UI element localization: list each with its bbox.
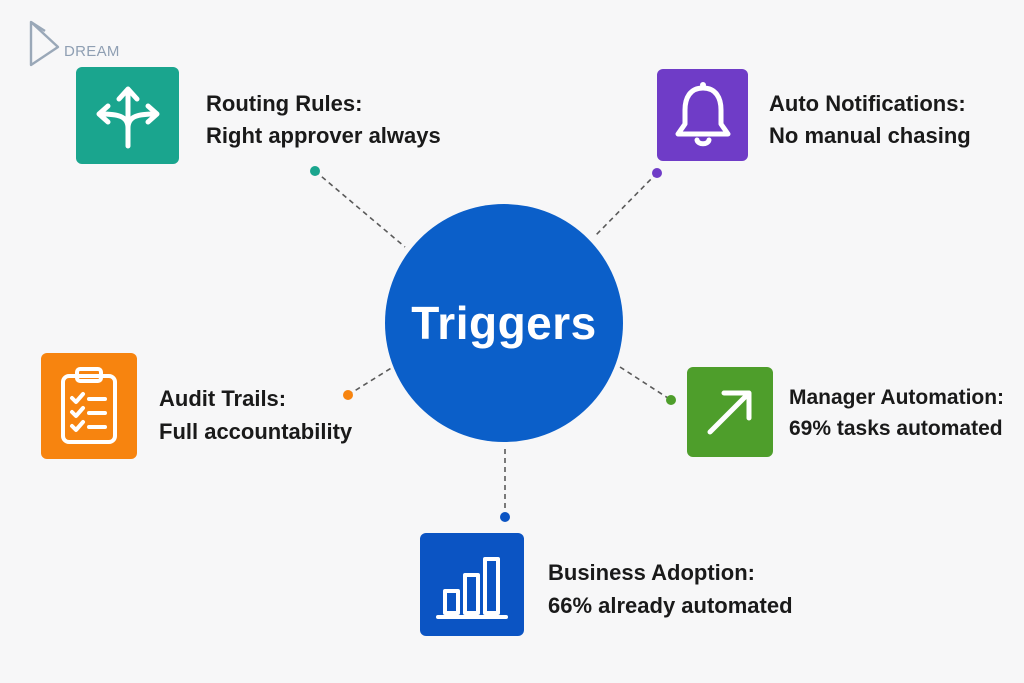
audit-trails-subtitle: Full accountability xyxy=(159,419,353,444)
manager-automation-title: Manager Automation: xyxy=(789,386,1005,409)
connector-audit xyxy=(347,366,394,396)
diagonal-arrow-icon xyxy=(707,390,752,435)
manager-automation-text: Manager Automation: 69% tasks automated xyxy=(789,382,1004,444)
auto-notifications-subtitle: No manual chasing xyxy=(769,123,971,148)
logo-wordmark: DREAM xyxy=(64,43,120,60)
routing-rules-subtitle: Right approver always xyxy=(206,123,441,148)
manager-automation-tile xyxy=(687,367,773,457)
connector-dot-routing xyxy=(310,166,320,176)
audit-trails-text: Audit Trails: Full accountability xyxy=(159,382,352,448)
audit-trails-tile xyxy=(41,353,137,459)
routing-rules-title: Routing Rules: xyxy=(206,91,363,116)
auto-notifications-tile xyxy=(657,69,748,161)
business-adoption-title: Business Adoption: xyxy=(548,560,755,585)
connector-dot-manager xyxy=(666,395,676,405)
connector-routing xyxy=(314,170,406,248)
logo-mark-icon xyxy=(29,20,60,67)
auto-notifications-title: Auto Notifications: xyxy=(769,91,966,116)
connector-dot-adoption xyxy=(500,512,510,522)
connector-dot-audit xyxy=(343,390,353,400)
business-adoption-text: Business Adoption: 66% already automated xyxy=(548,556,793,622)
connector-dot-notif xyxy=(652,168,662,178)
auto-notifications-text: Auto Notifications: No manual chasing xyxy=(769,88,971,152)
bar-chart-icon xyxy=(436,556,508,619)
manager-automation-subtitle: 69% tasks automated xyxy=(789,417,1003,440)
clipboard-checklist-icon xyxy=(61,367,117,444)
hub-label: Triggers xyxy=(411,297,597,349)
connector-manager xyxy=(619,366,672,401)
routing-rules-tile xyxy=(76,67,179,164)
dream-logo: DREAM xyxy=(28,19,128,69)
business-adoption-tile xyxy=(420,533,524,636)
split-arrows-icon xyxy=(96,86,159,148)
business-adoption-subtitle: 66% already automated xyxy=(548,593,793,618)
audit-trails-title: Audit Trails: xyxy=(159,386,287,411)
bell-icon xyxy=(675,82,730,147)
routing-rules-text: Routing Rules: Right approver always xyxy=(206,88,441,152)
triggers-hub: Triggers xyxy=(385,204,623,442)
connector-notif xyxy=(595,172,658,236)
